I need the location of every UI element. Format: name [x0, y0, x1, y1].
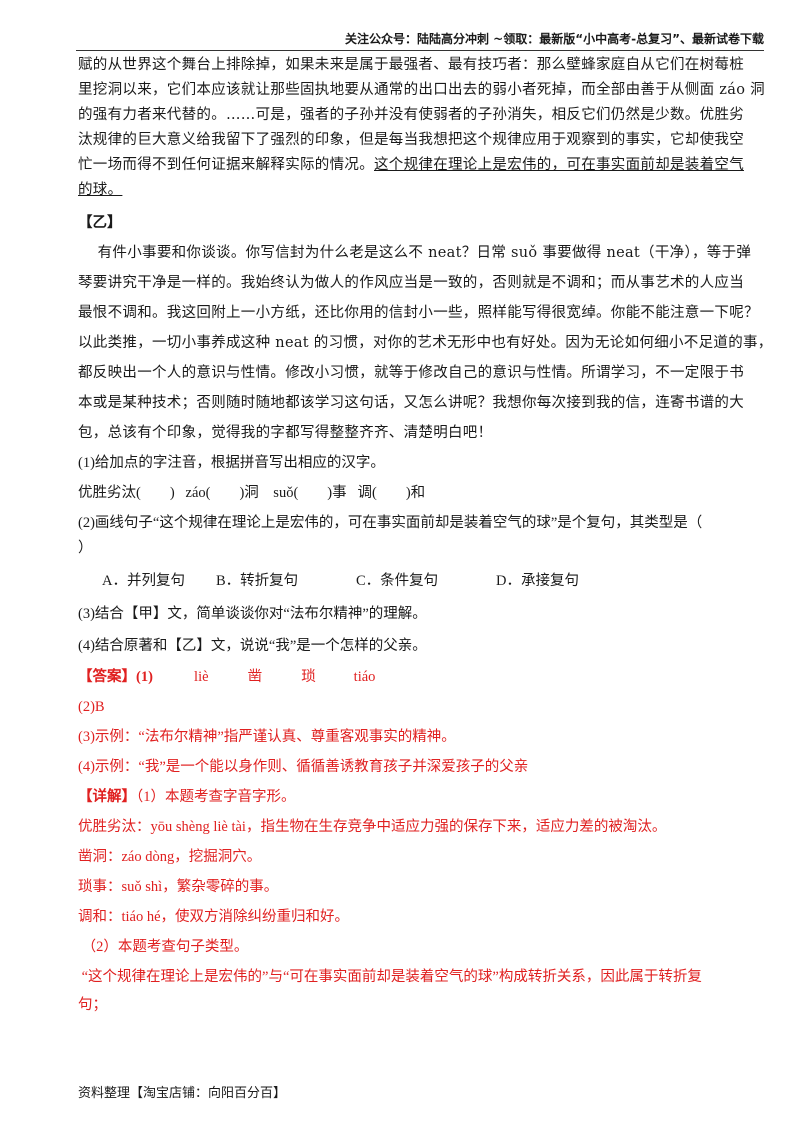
options-row: A．并列复句 B．转折复句 C．条件复句 D．承接复句: [102, 570, 579, 592]
question-3: (3)结合【甲】文，简单谈谈你对“法布尔精神”的理解。: [78, 606, 427, 622]
answer-char: 凿: [247, 669, 263, 685]
option-d: D．承接复句: [496, 573, 579, 589]
answer-pinyin: tiáo: [353, 669, 376, 685]
passage-jia-line: 的强有力者来代替的。……可是，强者的子孙并没有使弱者的子孙消失，相反它们仍然是少…: [78, 107, 744, 123]
analysis-part-2: （2）本题考查句子类型。: [78, 939, 249, 955]
answer-label: 【答案】(1): [78, 669, 153, 685]
option-a: A．并列复句: [102, 573, 185, 589]
header-text: 关注公众号：陆陆高分冲刺 ~领取：最新版“小中高考-总复习”、最新试卷下载: [345, 32, 764, 46]
passage-jia-line: 忙一场而得不到任何证据来解释实际的情况。这个规律在理论上是宏伟的，可在事实面前却…: [78, 154, 744, 176]
analysis-item: 凿洞：záo dòng，挖掘洞穴。: [78, 849, 262, 865]
analysis-part-2-text: “这个规律在理论上是宏伟的”与“可在事实面前却是装着空气的球”构成转折关系，因此…: [78, 969, 702, 985]
answer-2: (2)B: [78, 699, 105, 715]
question-1: (1)给加点的字注音，根据拼音写出相应的汉字。: [78, 455, 385, 471]
analysis-label: 【详解】: [78, 789, 136, 805]
question-2: (2)画线句子“这个规律在理论上是宏伟的，可在事实面前却是装着空气的球”是个复句…: [78, 515, 703, 531]
passage-yi-line: 本或是某种技术；否则随时随地都该学习这句话，又怎么讲呢？我想你每次接到我的信，连…: [78, 395, 744, 411]
option-c: C．条件复句: [356, 573, 439, 589]
page-footer: 资料整理【淘宝店铺：向阳百分百】: [78, 1086, 287, 1101]
passage-jia-line: 赋的从世界这个舞台上排除掉，如果未来是属于最强者、最有技巧者：那么壁蜂家庭自从它…: [78, 57, 744, 73]
passage-yi-line: 包，总该有个印象，觉得我的字都写得整整齐齐、清楚明白吧！: [78, 425, 493, 441]
answer-1: 【答案】(1) liè 凿 琐 tiáo: [78, 666, 375, 688]
underlined-sentence-end: 的球。: [78, 182, 123, 198]
passage-jia-line: 汰规律的巨大意义给我留下了强烈的印象，但是每当我想把这个规律应用于观察到的事实，…: [78, 132, 744, 148]
analysis-intro: （1）本题考查字音字形。: [136, 789, 296, 805]
answer-3: (3)示例：“法布尔精神”指严谨认真、尊重客观事实的精神。: [78, 729, 456, 745]
question-4: (4)结合原著和【乙】文，说说“我”是一个怎样的父亲。: [78, 638, 427, 654]
analysis-item: 优胜劣汰：yōu shèng liè tài，指生物在生存竞争中适应力强的保存下…: [78, 819, 667, 835]
analysis-part-2-text-end: 句；: [78, 997, 107, 1013]
analysis-item: 调和：tiáo hé，使双方消除纠纷重归和好。: [78, 909, 350, 925]
passage-jia-line: 里挖洞以来，它们本应该就让那些固执地要从通常的出口出去的弱小者死掉，而全部由善于…: [78, 82, 765, 98]
analysis-item: 琐事：suǒ shì，繁杂零碎的事。: [78, 879, 279, 895]
passage-yi-line: 最恨不调和。我这回附上一小方纸，还比你用的信封小一些，照样能写得很宽绰。你能不能…: [78, 305, 759, 321]
answer-pinyin: liè: [194, 669, 209, 685]
question-2-close: ）: [78, 540, 93, 556]
passage-yi-line: 有件小事要和你谈谈。你写信封为什么老是这么不 neat？日常 suǒ 事要做得 …: [78, 245, 752, 261]
answer-char: 琐: [301, 669, 316, 685]
analysis-header: 【详解】（1）本题考查字音字形。: [78, 786, 296, 808]
passage-yi-line: 琴要讲究干净是一样的。我始终认为做人的作风应当是一致的，否则就是不调和；而从事艺…: [78, 275, 744, 291]
option-b: B．转折复句: [216, 573, 299, 589]
passage-jia-text: 忙一场而得不到任何证据来解释实际的情况。: [78, 157, 374, 173]
passage-yi-line: 以此类推，一切小事养成这种 neat 的习惯，对你的艺术无形中也有好处。因为无论…: [78, 335, 773, 351]
page-header: 关注公众号：陆陆高分冲刺 ~领取：最新版“小中高考-总复习”、最新试卷下载: [76, 30, 764, 51]
passage-yi-line: 都反映出一个人的意识与性情。修改小习惯，就等于修改自己的意识与性情。所谓学习，不…: [78, 365, 744, 381]
answer-4: (4)示例：“我”是一个能以身作则、循循善诱教育孩子并深爱孩子的父亲: [78, 759, 529, 775]
section-yi-label: 【乙】: [78, 214, 122, 231]
underlined-sentence: 这个规律在理论上是宏伟的，可在事实面前却是装着空气: [374, 157, 744, 173]
question-1-items: 优胜劣汰( ) záo( )洞 suǒ( )事 调( )和: [78, 485, 426, 501]
